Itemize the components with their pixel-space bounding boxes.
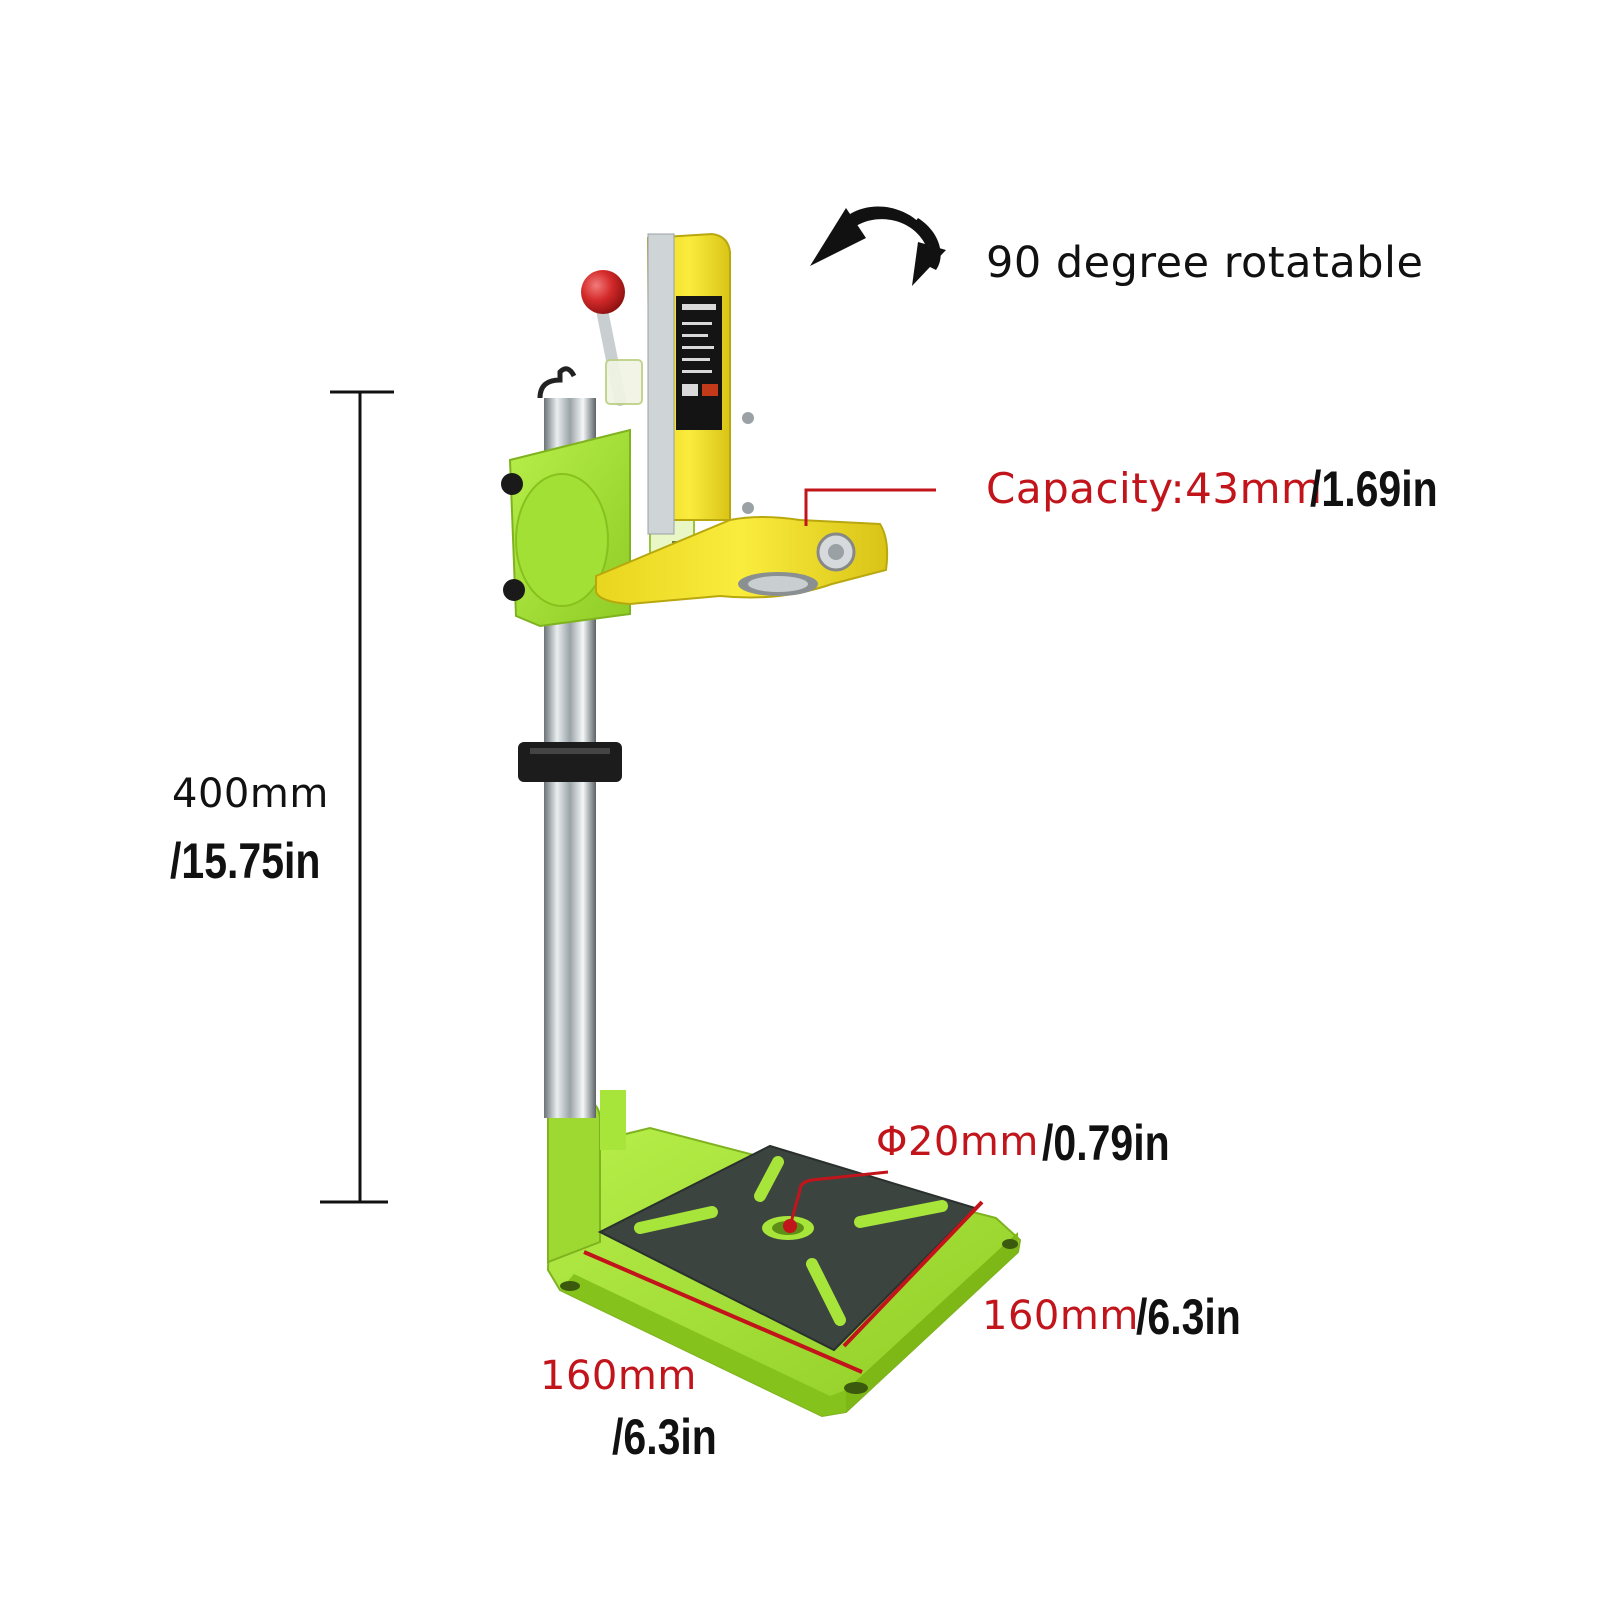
base-width-imperial-label: /6.3in: [612, 1409, 717, 1465]
hole-imperial-label: /0.79in: [1042, 1115, 1170, 1171]
curved-double-arrow-icon: [810, 206, 946, 286]
mount-hole: [560, 1281, 580, 1291]
column-boss: [547, 1096, 601, 1264]
lock-screw: [503, 579, 525, 601]
capacity-imperial-label: /1.69in: [1310, 461, 1438, 517]
height-dimension-line: [320, 390, 394, 1204]
column: [544, 598, 596, 1118]
plate-slots: [634, 1156, 948, 1326]
base-width-line: [583, 1250, 863, 1374]
capacity-metric-label: Capacity:43mm: [986, 464, 1323, 513]
head-carriage: [501, 232, 889, 628]
base: [546, 1090, 1022, 1418]
base-width-metric-label: 160mm: [540, 1353, 697, 1399]
base-depth-imperial-label: /6.3in: [1136, 1289, 1241, 1345]
base-depth-metric-label: 160mm: [982, 1293, 1139, 1339]
lock-screw: [501, 473, 523, 495]
lever-knob: [581, 270, 625, 314]
hole-metric-label: Φ20mm: [876, 1119, 1039, 1165]
rotation-label: 90 degree rotatable: [986, 238, 1424, 288]
mount-hole: [844, 1382, 868, 1394]
hole-leader: [783, 1170, 889, 1233]
height-imperial-label: /15.75in: [170, 833, 321, 889]
capacity-leader-line: [804, 488, 936, 526]
base-depth-line: [842, 1200, 984, 1348]
spec-label: [676, 296, 722, 430]
mount-hole: [1002, 1239, 1018, 1249]
height-metric-label: 400mm: [172, 771, 329, 817]
